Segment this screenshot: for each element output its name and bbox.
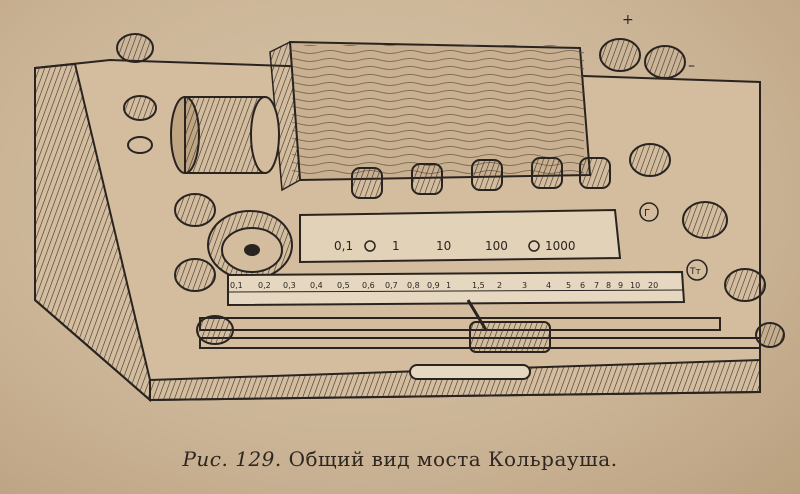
screw-icon (528, 240, 540, 252)
resistance-label-4: 1000 (545, 239, 576, 253)
scale-tick-16: 7 (594, 281, 599, 290)
resistance-box-lid (269, 40, 592, 192)
terminal-g-label: Г (644, 208, 650, 219)
scale-tick-0: 0,1 (230, 281, 243, 290)
screw-icon (364, 240, 376, 252)
terminal-g-ring-icon (639, 202, 659, 222)
terminal-minus-label: – (688, 58, 695, 74)
kohlrausch-bridge-illustration: 0,1 1 10 100 1000 0,1 0,2 0,3 0,4 0,5 0,… (34, 12, 785, 403)
scale-tick-19: 10 (630, 281, 640, 290)
resistance-label-3: 100 (485, 239, 508, 253)
scale-tick-20: 20 (648, 281, 658, 290)
scale-tick-10: 1,5 (472, 281, 485, 290)
figure-title: Общий вид моста Кольрауша. (288, 447, 618, 471)
resistance-label-2: 10 (436, 239, 451, 253)
slider-rail (199, 299, 761, 380)
scale-tick-18: 9 (618, 281, 623, 290)
scale-tick-14: 5 (566, 281, 571, 290)
scale-tick-5: 0,6 (362, 281, 375, 290)
resistance-plug-strip: 0,1 1 10 100 1000 (299, 208, 622, 264)
terminal-tt-label: Тт (689, 267, 701, 277)
scale-tick-2: 0,3 (283, 281, 296, 290)
figure-number: Рис. 129. (182, 447, 282, 471)
scale-tick-17: 8 (606, 281, 611, 290)
terminal-labels: + – Г Тт (622, 12, 708, 281)
scale-tick-9: 1 (446, 281, 451, 290)
binding-posts (116, 33, 785, 348)
scale-tick-15: 6 (580, 281, 585, 290)
scale-tick-11: 2 (497, 281, 502, 290)
scale-tick-12: 3 (522, 281, 527, 290)
scale-tick-8: 0,9 (427, 281, 440, 290)
scale-tick-13: 4 (546, 281, 551, 290)
terminal-plus-label: + (622, 12, 634, 28)
large-wheel-knob (207, 210, 293, 280)
figure-caption: Рис. 129. Общий вид моста Кольрауша. (0, 447, 800, 471)
scale-tick-4: 0,5 (337, 281, 350, 290)
slide-wire-scale: 0,1 0,2 0,3 0,4 0,5 0,6 0,7 0,8 0,9 1 1,… (227, 270, 686, 307)
resistance-label-0: 0,1 (334, 239, 353, 253)
scale-tick-1: 0,2 (258, 281, 271, 290)
terminal-tt-ring-icon (686, 259, 708, 281)
rheostat-drum (170, 96, 280, 174)
contact-plugs (351, 157, 611, 199)
resistance-label-1: 1 (392, 239, 400, 253)
scale-tick-3: 0,4 (310, 281, 323, 290)
scale-tick-6: 0,7 (385, 281, 398, 290)
scale-tick-7: 0,8 (407, 281, 420, 290)
